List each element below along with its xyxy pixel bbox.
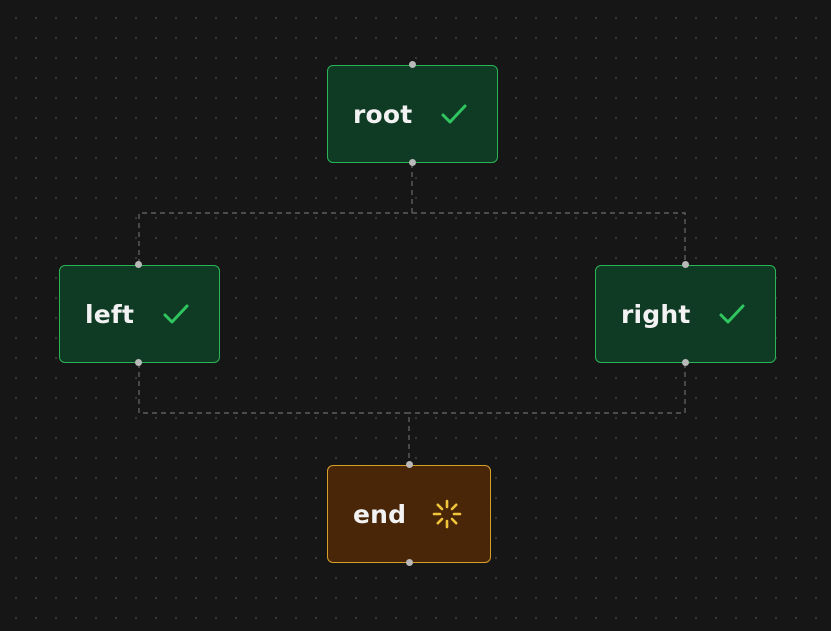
node-label: root — [353, 99, 413, 129]
edge-right-end — [409, 363, 686, 414]
node-label: left — [85, 299, 135, 329]
spinner-icon — [432, 499, 462, 529]
root-output-handle[interactable] — [409, 159, 416, 166]
right-input-handle[interactable] — [682, 261, 689, 268]
check-icon — [719, 304, 745, 324]
right-output-handle[interactable] — [682, 359, 689, 366]
end-output-handle[interactable] — [406, 559, 413, 566]
left-input-handle[interactable] — [135, 261, 142, 268]
edge-root-right — [412, 212, 686, 265]
left-output-handle[interactable] — [135, 359, 142, 366]
check-icon — [441, 104, 467, 124]
edge-root-left — [138, 163, 413, 265]
root-input-handle[interactable] — [409, 61, 416, 68]
edge-left-end — [138, 363, 410, 465]
check-icon — [163, 304, 189, 324]
node-end[interactable]: end — [327, 465, 491, 563]
node-right[interactable]: right — [595, 265, 776, 363]
node-label: end — [353, 499, 407, 529]
node-root[interactable]: root — [327, 65, 498, 163]
node-left[interactable]: left — [59, 265, 220, 363]
end-input-handle[interactable] — [406, 461, 413, 468]
node-label: right — [621, 299, 691, 329]
